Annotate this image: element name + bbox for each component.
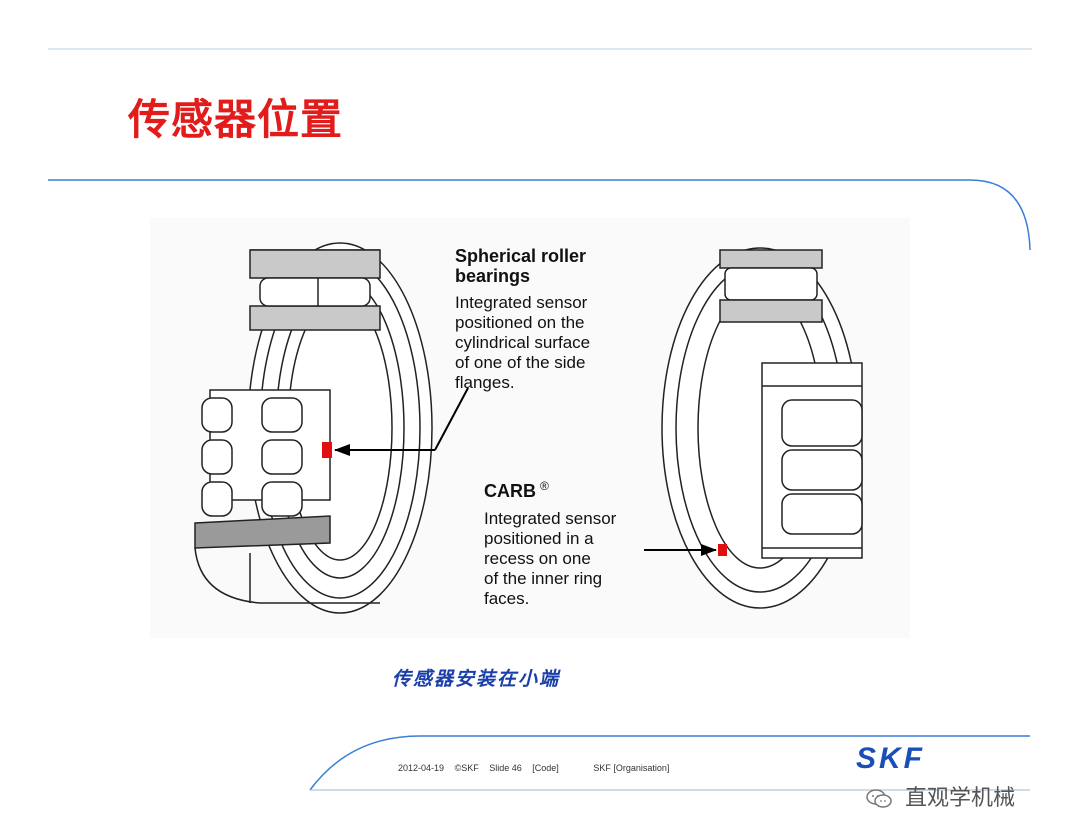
carb-heading-mark: ® [540, 479, 549, 493]
spherical-body-2: positioned on the [455, 313, 585, 332]
carb-annotation: CARB ® Integrated sensor positioned in a… [484, 479, 617, 608]
slide-caption: 传感器安装在小端 [392, 668, 561, 690]
slide-title: 传感器位置 [128, 95, 344, 144]
carb-body-4: of the inner ring [484, 569, 602, 588]
spherical-roller-bearing [194, 242, 433, 614]
bearing-illustration: Spherical roller bearings Integrated sen… [150, 218, 910, 638]
footer-slide-number: Slide 46 [489, 763, 522, 773]
footer-date: 2012-04-19 [398, 763, 445, 773]
carb-bearing [661, 247, 863, 609]
spherical-body-5: flanges. [455, 373, 515, 392]
spherical-annotation: Spherical roller bearings Integrated sen… [455, 246, 590, 392]
footer-code: [Code] [532, 763, 559, 773]
footer-copyright: ©SKF [454, 763, 479, 773]
spherical-heading-1: Spherical roller [455, 246, 586, 266]
carb-body-5: faces. [484, 589, 529, 608]
spherical-body-3: cylindrical surface [455, 333, 590, 352]
carb-heading: CARB [484, 481, 536, 501]
footer-info: 2012-04-19 ©SKF Slide 46 [Code] SKF [Org… [398, 763, 677, 773]
wechat-icon [866, 789, 892, 809]
footer-rule [309, 735, 1030, 791]
spherical-sensor-marker [322, 442, 332, 458]
spherical-body-4: of one of the side [455, 353, 585, 372]
watermark-text: 直观学机械 [905, 786, 1016, 811]
spherical-leader-arrow [334, 387, 469, 456]
watermark: 直观学机械 [866, 780, 1015, 812]
carb-body-3: recess on one [484, 549, 591, 568]
carb-leader-arrow [644, 544, 717, 556]
spherical-body-1: Integrated sensor [455, 293, 588, 312]
skf-logo: SKF [856, 742, 925, 775]
carb-sensor-marker [718, 544, 727, 556]
header-rule [48, 179, 1031, 251]
spherical-heading-2: bearings [455, 266, 530, 286]
carb-body-2: positioned in a [484, 529, 594, 548]
carb-body-1: Integrated sensor [484, 509, 617, 528]
footer-organisation: SKF [Organisation] [593, 763, 670, 773]
